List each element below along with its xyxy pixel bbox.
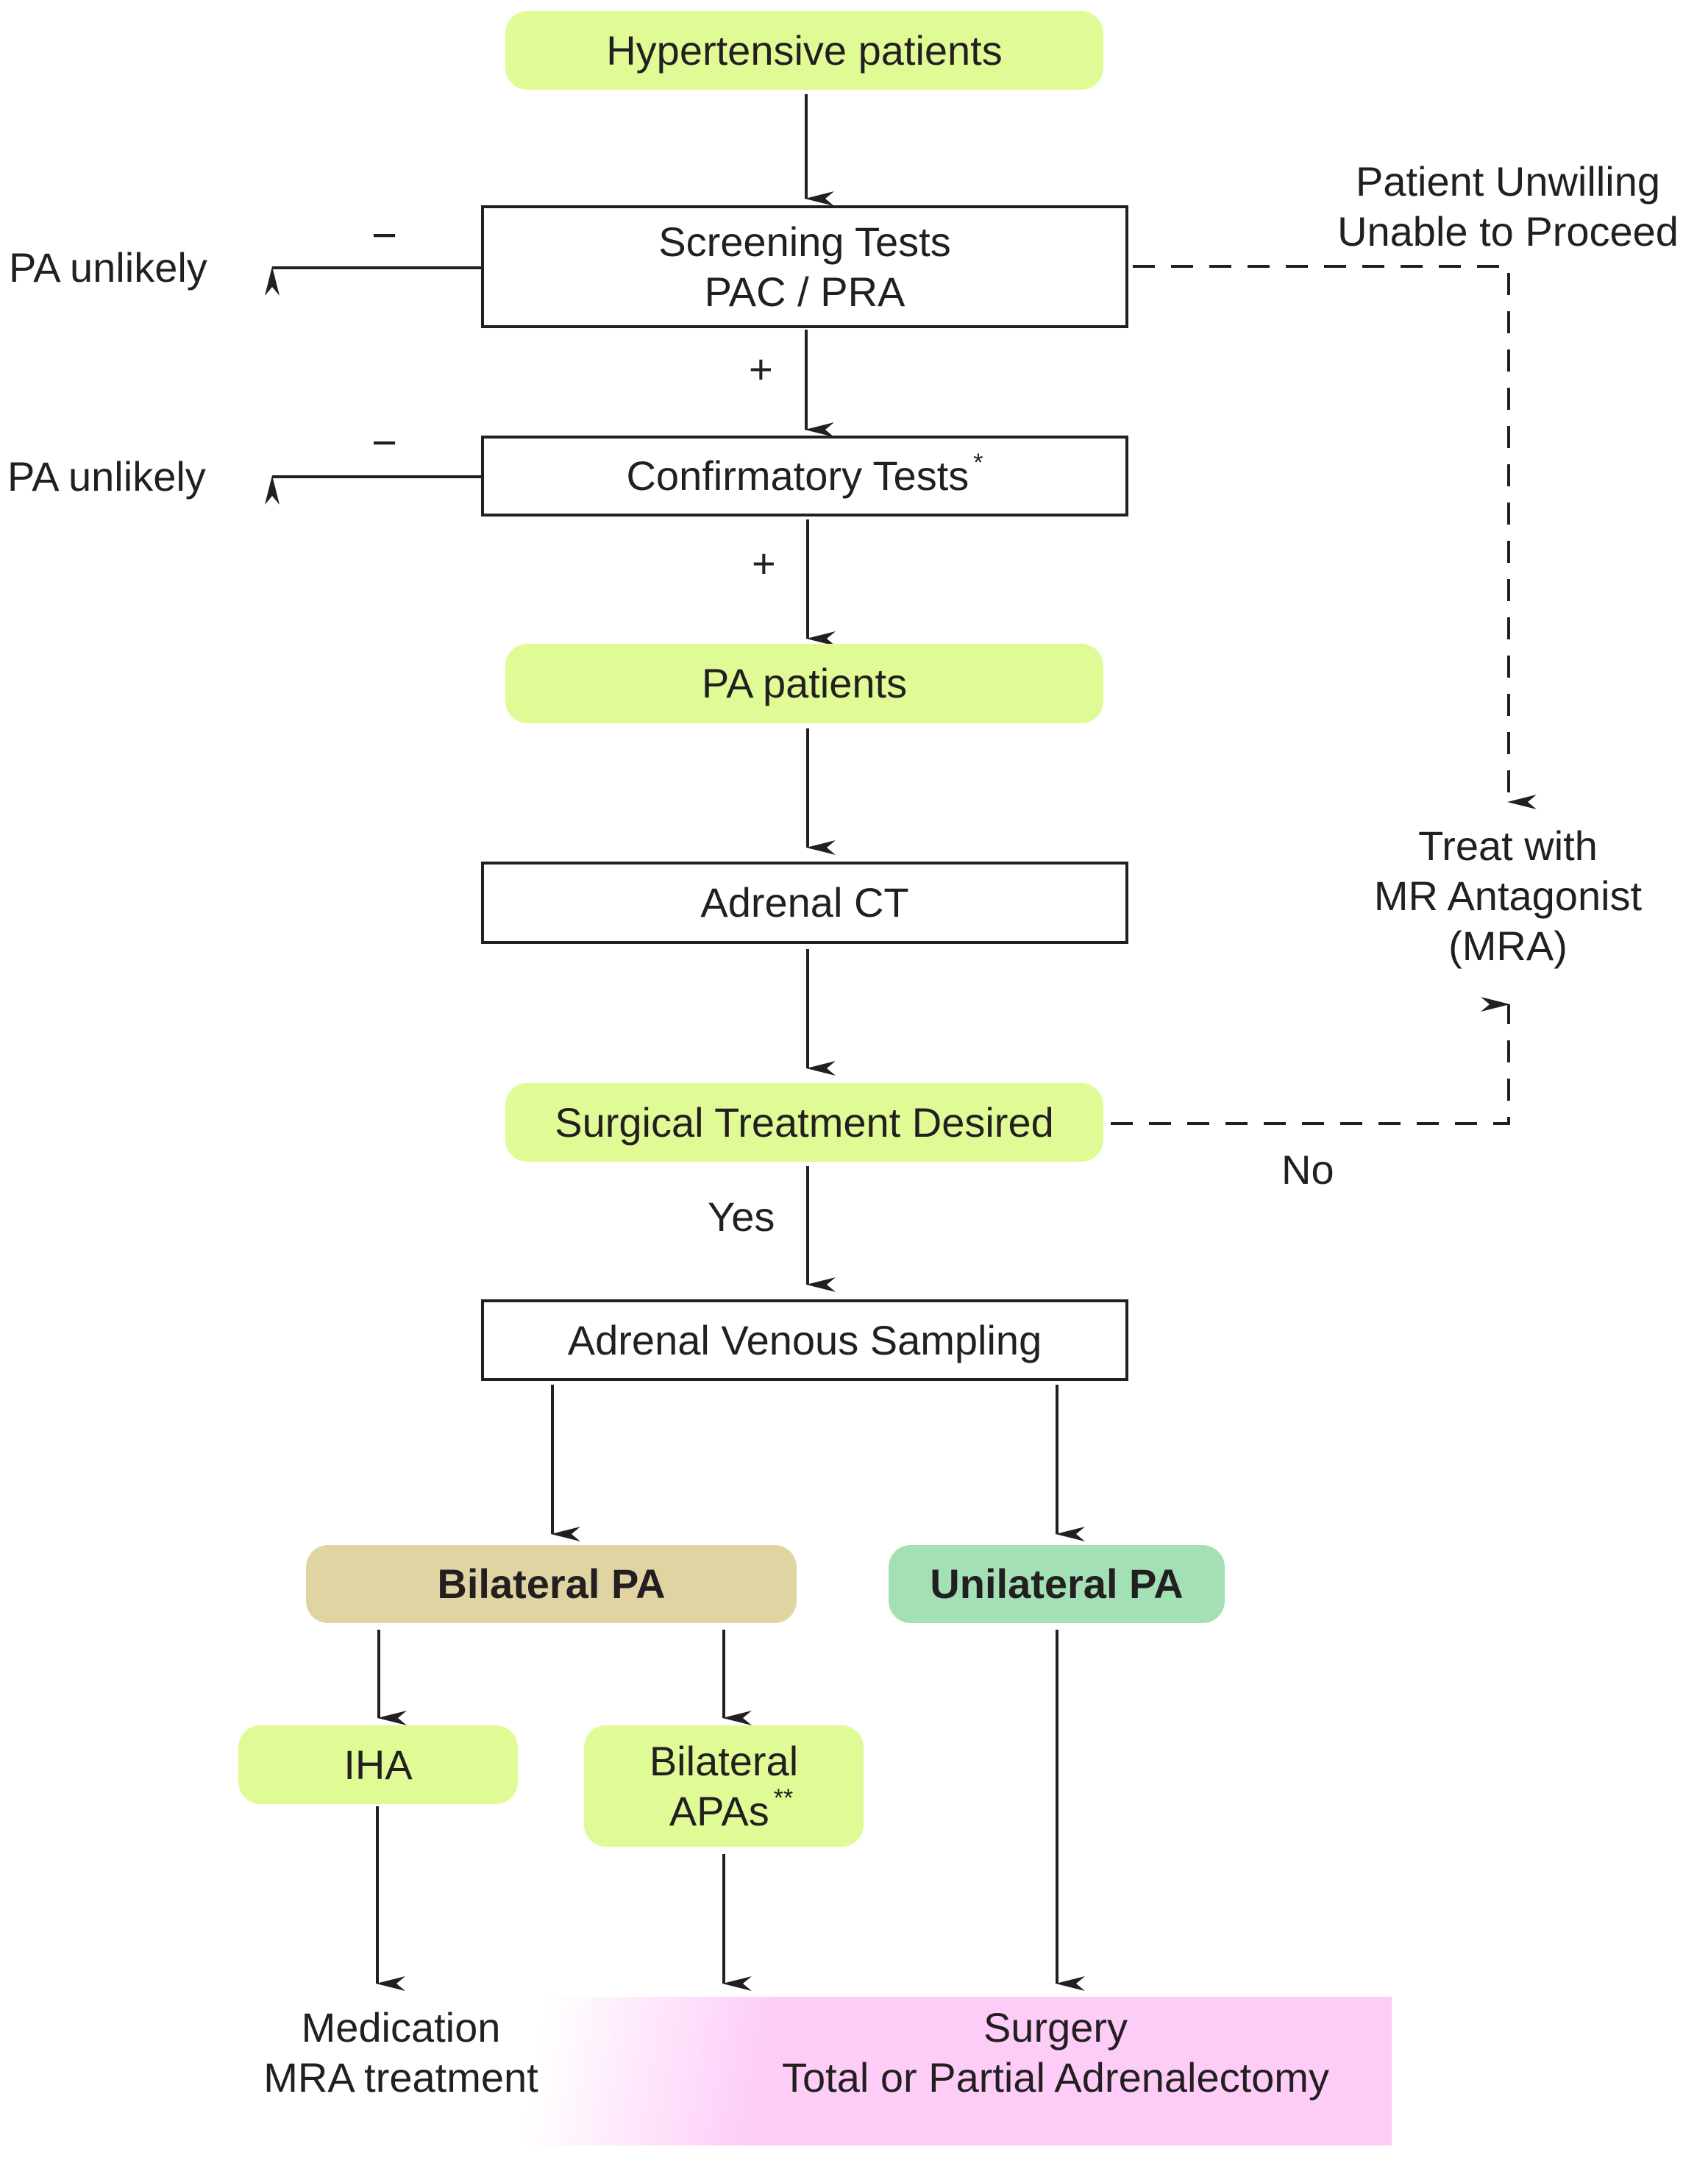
pa-unlikely-label-1: PA unlikely (9, 244, 207, 291)
node-hypertensive-patients: Hypertensive patients (505, 11, 1103, 90)
outcome-treat-with-mra: Treat with MR Antagonist (MRA) (1331, 821, 1684, 971)
bilateral-apas-text: APAs (669, 1787, 769, 1834)
screening-tests-label: Screening Tests (658, 218, 951, 265)
node-pa-patients: PA patients (505, 644, 1103, 723)
negative-sign-2: − (371, 418, 398, 467)
node-bilateral-pa: Bilateral PA (306, 1545, 797, 1623)
bilateral-pa-label: Bilateral PA (437, 1561, 666, 1607)
node-unilateral-pa: Unilateral PA (889, 1545, 1225, 1623)
surgery-label: Surgery (983, 2004, 1128, 2051)
adrenal-venous-sampling-label: Adrenal Venous Sampling (567, 1316, 1042, 1363)
medication-label: Medication (301, 2004, 501, 2051)
surgery-sublabel: Total or Partial Adrenalectomy (782, 2054, 1329, 2101)
positive-sign-1: + (749, 346, 773, 392)
treat-mra-line2: MR Antagonist (1373, 873, 1643, 919)
node-screening-tests: Screening Tests PAC / PRA (481, 205, 1128, 328)
dashed-arrow-no-surgery-to-mra (1111, 997, 1510, 1125)
node-surgical-treatment-desired: Surgical Treatment Desired (505, 1083, 1103, 1162)
dashed-arrow-unwilling-to-mra (1133, 265, 1537, 809)
outcome-surgery: Surgery Total or Partial Adrenalectomy (736, 2003, 1376, 2103)
node-iha: IHA (238, 1725, 518, 1804)
node-confirmatory-tests: Confirmatory Tests* (481, 436, 1128, 516)
patient-unwilling-line1: Patient Unwilling (1356, 158, 1660, 205)
no-label: No (1281, 1146, 1334, 1193)
bilateral-apas-sublabel: APAs** (655, 1783, 794, 1836)
iha-label: IHA (344, 1741, 413, 1788)
confirmatory-tests-text: Confirmatory Tests (626, 452, 969, 499)
patient-unwilling-label: Patient Unwilling Unable to Proceed (1317, 157, 1699, 257)
surgical-treatment-desired-label: Surgical Treatment Desired (555, 1098, 1054, 1146)
footnote-mark-double: ** (773, 1783, 794, 1812)
medication-sublabel: MRA treatment (263, 2054, 538, 2101)
node-hypertensive-patients-label: Hypertensive patients (606, 26, 1003, 74)
outcome-medication: Medication MRA treatment (243, 2003, 559, 2103)
yes-label: Yes (708, 1193, 775, 1240)
node-bilateral-apas: Bilateral APAs** (584, 1725, 864, 1847)
footnote-mark: * (973, 449, 983, 477)
treat-mra-line1: Treat with (1418, 823, 1598, 869)
pa-patients-label: PA patients (701, 660, 908, 706)
screening-tests-sublabel: PAC / PRA (704, 268, 905, 315)
negative-sign-1: − (371, 210, 398, 260)
positive-sign-2: + (752, 540, 776, 586)
confirmatory-tests-label: Confirmatory Tests* (626, 449, 983, 501)
unilateral-pa-label: Unilateral PA (930, 1561, 1184, 1607)
surgery-region-background (471, 1997, 1392, 2145)
adrenal-ct-label: Adrenal CT (700, 879, 909, 926)
pa-unlikely-label-2: PA unlikely (7, 453, 206, 500)
patient-unwilling-line2: Unable to Proceed (1337, 208, 1679, 255)
bilateral-apas-label: Bilateral (649, 1737, 799, 1784)
node-adrenal-venous-sampling: Adrenal Venous Sampling (481, 1299, 1128, 1381)
treat-mra-line3: (MRA) (1448, 923, 1568, 969)
node-adrenal-ct: Adrenal CT (481, 862, 1128, 944)
